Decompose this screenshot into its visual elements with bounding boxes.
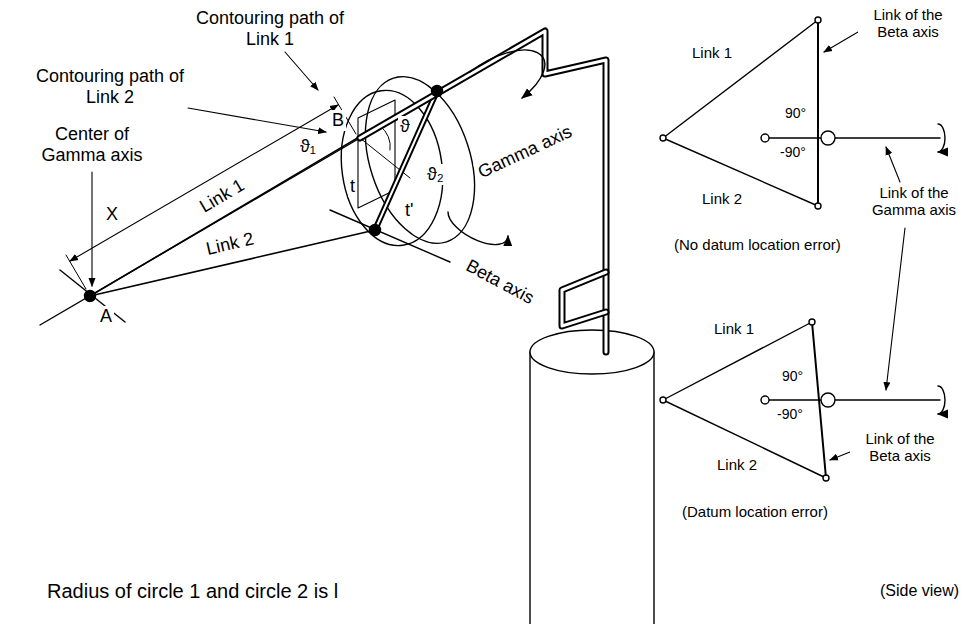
link-line bbox=[663, 20, 818, 138]
beta-bracket bbox=[562, 272, 606, 326]
angle-label: -90° bbox=[775, 406, 805, 422]
rotation-arrow bbox=[448, 212, 508, 245]
column-top bbox=[530, 330, 654, 374]
angle-arc bbox=[380, 126, 390, 150]
angle-label: 90° bbox=[783, 105, 808, 121]
joint-dot bbox=[370, 225, 381, 236]
leader-arrow bbox=[824, 32, 858, 52]
beta-bracket-inner bbox=[562, 272, 606, 326]
dimension-label: t' bbox=[403, 200, 415, 221]
joint-circle bbox=[660, 135, 666, 141]
dimension-label: t bbox=[348, 176, 357, 197]
joint-circle bbox=[815, 203, 821, 209]
column-side bbox=[529, 352, 530, 624]
callout-label: Center of Gamma axis bbox=[30, 124, 154, 165]
rotation-arrow bbox=[470, 50, 545, 98]
angle-label: -90° bbox=[778, 144, 808, 160]
column-side bbox=[653, 352, 654, 624]
leader-arrow bbox=[886, 147, 900, 182]
joint-circle bbox=[809, 319, 815, 325]
contouring-path-circle bbox=[332, 84, 453, 252]
view-caption: (No datum location error) bbox=[672, 236, 843, 253]
axis-circle bbox=[821, 131, 835, 145]
leader-arrow bbox=[886, 228, 905, 390]
link-label: Link 1 bbox=[690, 44, 734, 61]
robot-arm bbox=[360, 31, 606, 352]
rotation-arrow bbox=[938, 386, 945, 414]
view-caption: (Datum location error) bbox=[680, 503, 830, 520]
link-label: Link 2 bbox=[700, 190, 744, 207]
link-label: Link 2 bbox=[715, 456, 759, 473]
reference-line bbox=[769, 399, 821, 400]
callout-label: Link of the Beta axis bbox=[850, 430, 950, 465]
callout-label: Link of the Gamma axis bbox=[860, 184, 968, 219]
joint-dot bbox=[432, 86, 443, 97]
leader-arrow bbox=[285, 52, 318, 90]
link-label: Link 1 bbox=[712, 320, 756, 337]
leader-arrow bbox=[188, 108, 326, 132]
joint-circle bbox=[660, 397, 666, 403]
joint-circle bbox=[761, 134, 769, 142]
joint-dot bbox=[85, 291, 96, 302]
contouring-path-circle bbox=[346, 63, 494, 257]
axis-label: Beta axis bbox=[461, 255, 540, 310]
callout-label: Contouring path of Link 1 bbox=[185, 8, 355, 49]
link-line bbox=[663, 400, 826, 478]
dimension-label: X bbox=[104, 204, 120, 225]
angle-symbol: ϑ₂ bbox=[425, 164, 446, 185]
view-caption: (Side view) bbox=[878, 582, 961, 600]
angle-symbol: ϑ bbox=[398, 116, 412, 137]
point-label: B bbox=[330, 110, 346, 131]
angle-symbol: ϑ₁ bbox=[298, 136, 318, 157]
angle-label: 90° bbox=[780, 368, 805, 384]
beta-link bbox=[817, 20, 819, 206]
joint-circle bbox=[823, 475, 829, 481]
leader-arrow bbox=[91, 172, 92, 286]
gamma-link bbox=[835, 137, 940, 138]
leader-arrow bbox=[830, 452, 850, 460]
axis-circle bbox=[821, 393, 835, 407]
extension-line bbox=[66, 255, 86, 289]
callout-label: Contouring path of Link 2 bbox=[25, 66, 195, 107]
axis-label: Gamma axis bbox=[473, 120, 577, 183]
joint-circle bbox=[815, 17, 821, 23]
gamma-link bbox=[835, 399, 940, 400]
note-text: Radius of circle 1 and circle 2 is l bbox=[45, 580, 340, 603]
rotation-arrow bbox=[938, 124, 945, 152]
link-label: Link 2 bbox=[202, 228, 257, 260]
robot-arm-inner bbox=[360, 31, 606, 352]
reference-line bbox=[769, 137, 821, 138]
joint-circle bbox=[761, 396, 769, 404]
callout-label: Link of the Beta axis bbox=[858, 6, 958, 41]
point-label: A bbox=[98, 306, 114, 327]
link-label: Link 1 bbox=[194, 174, 249, 218]
